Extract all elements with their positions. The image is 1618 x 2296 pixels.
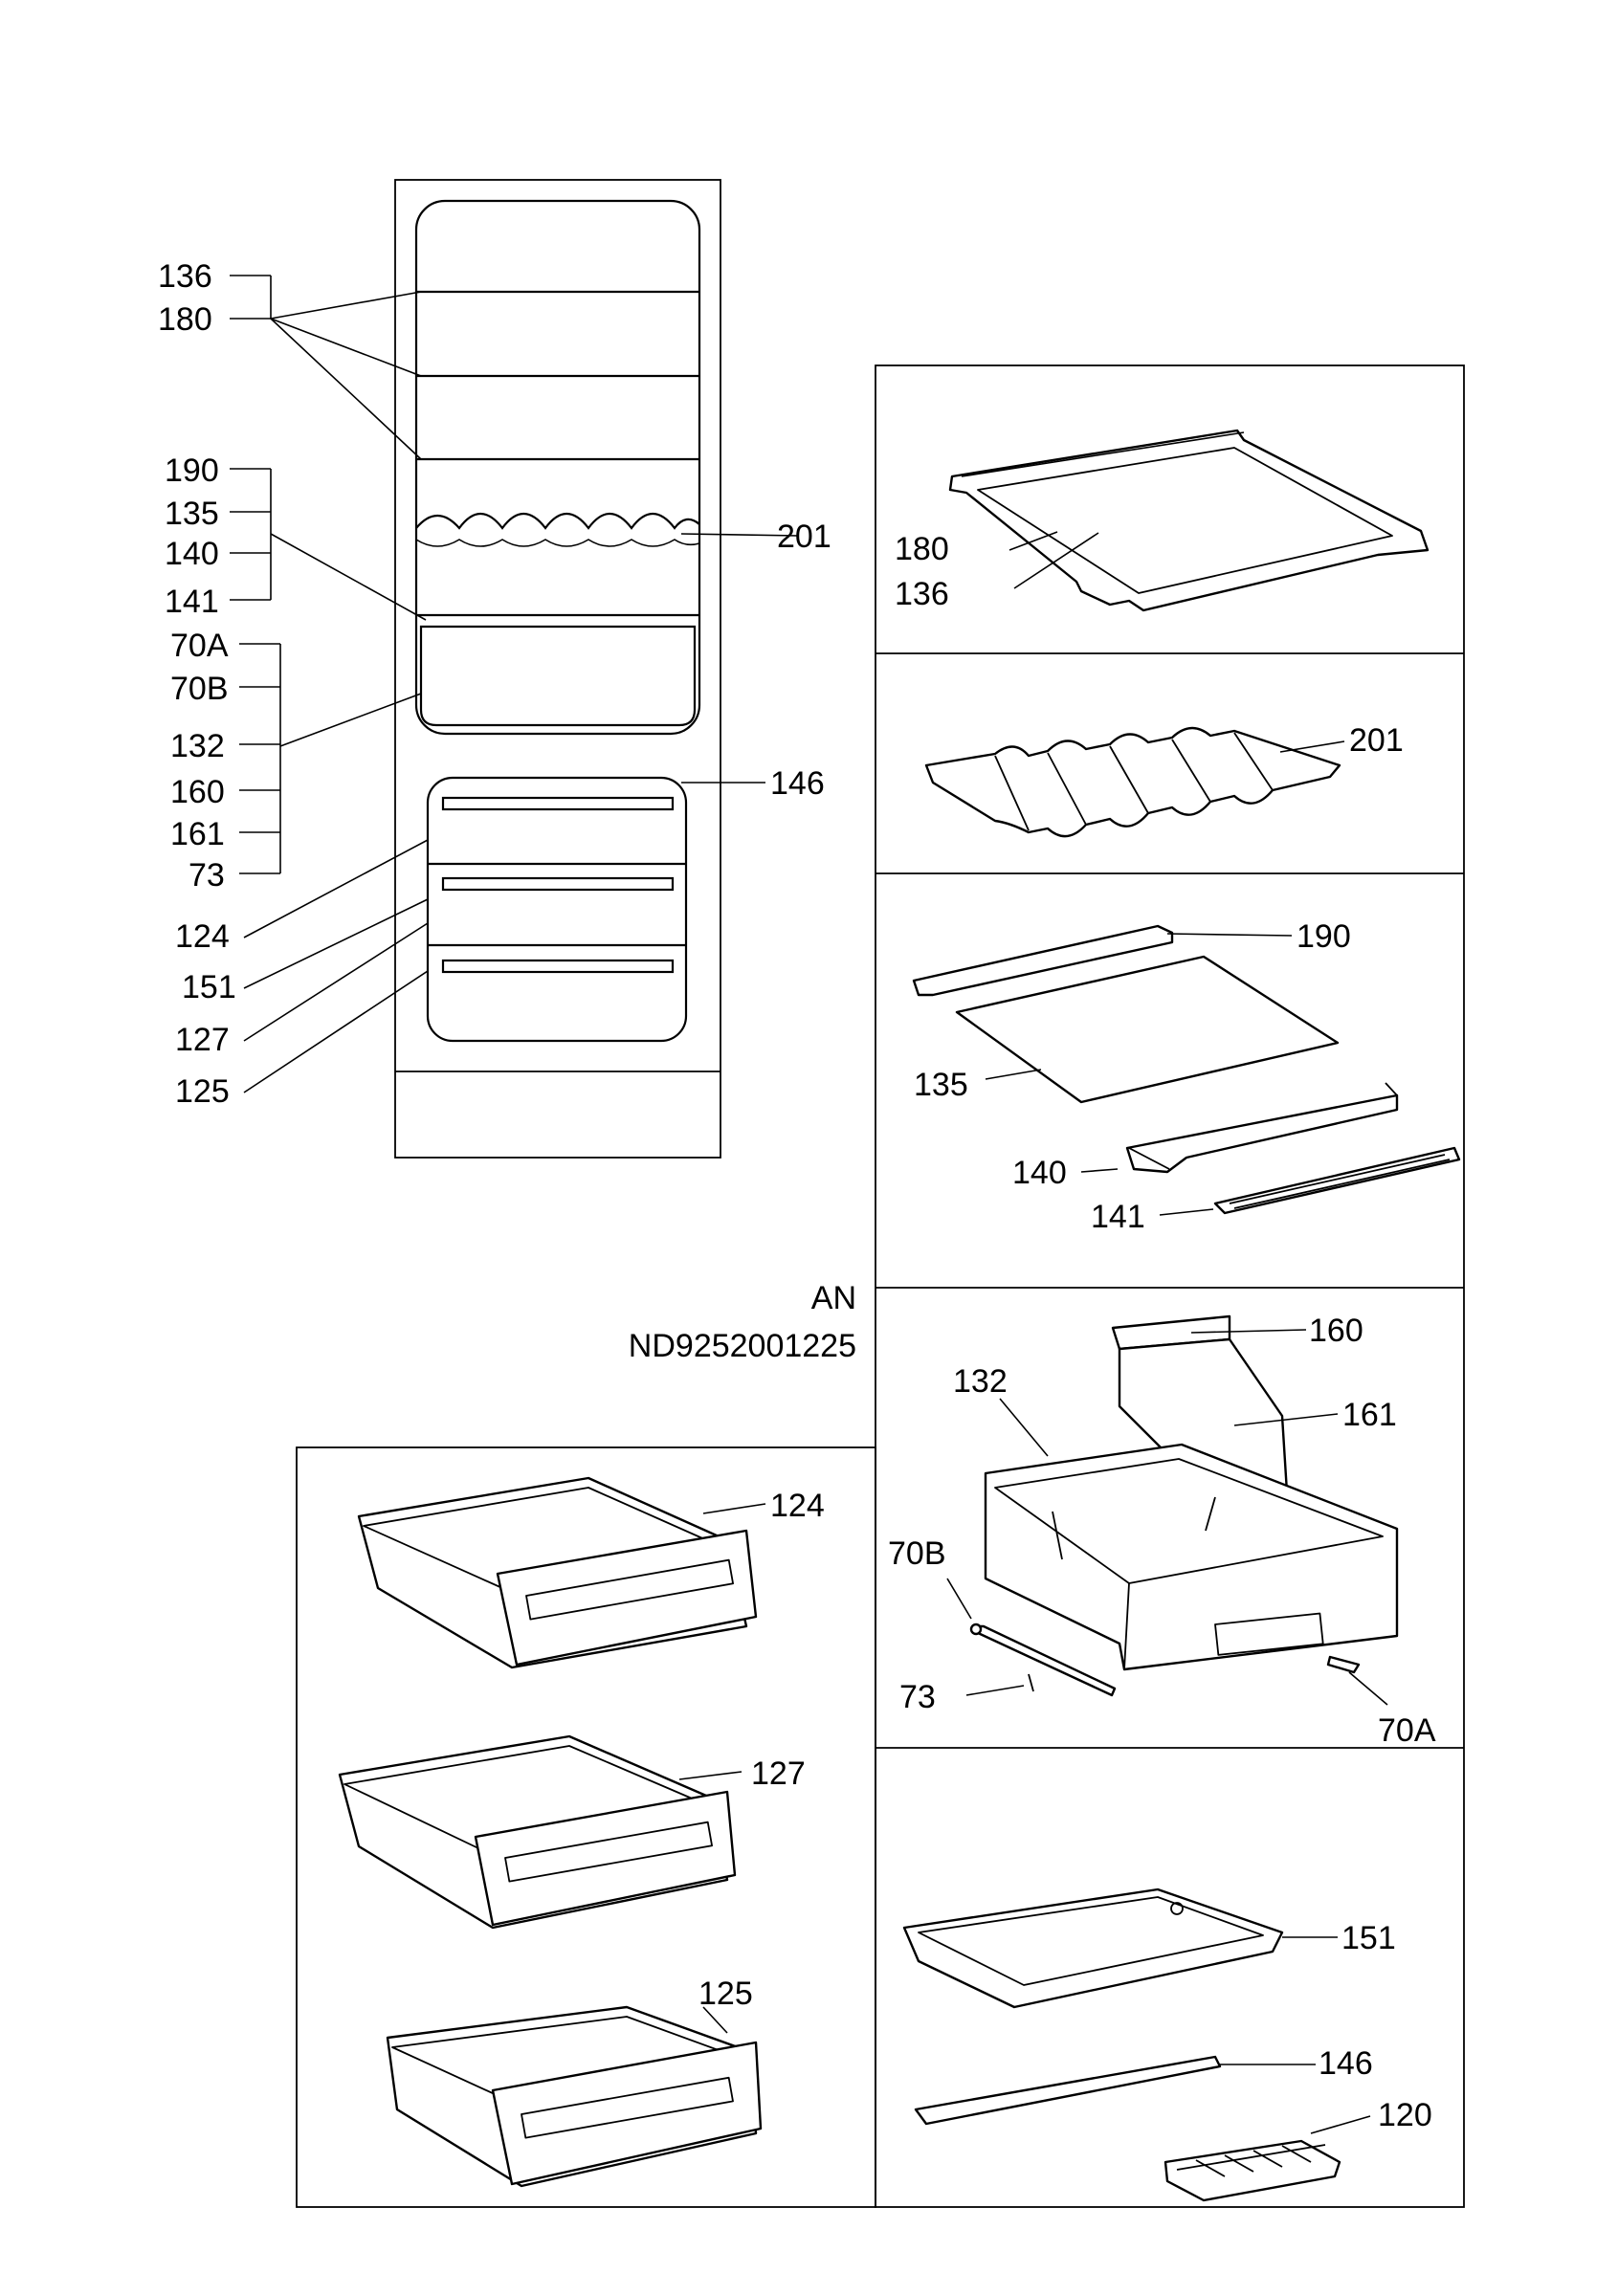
overview-crisper (419, 625, 697, 727)
panel-crisper-bin: 160 132 161 70B 73 70A (888, 1313, 1436, 1749)
label-201: 201 (777, 519, 831, 555)
drawer-127-handle (504, 1821, 713, 1883)
ice-tray-151: 151 (902, 1888, 1396, 2009)
drawer-124-handle (525, 1558, 734, 1621)
panel-wine-rack: 201 (924, 722, 1404, 838)
freezer-compartment (426, 776, 688, 1043)
bin-label-132: 132 (953, 1363, 1008, 1400)
label-124: 124 (175, 918, 230, 955)
panel-freezer-drawers: 124 127 125 (296, 1446, 876, 2208)
overview-leaders (230, 275, 800, 1093)
wine-rack-ridges (994, 732, 1274, 831)
fridge-overview: 136 180 190 135 140 141 70A 70B 132 160 … (158, 179, 831, 1159)
label-160: 160 (170, 774, 225, 810)
shelf-glass (977, 447, 1393, 594)
wine-rack-body (924, 726, 1341, 838)
overview-drawer-handle-3 (441, 959, 675, 974)
cover-label-190: 190 (1297, 918, 1351, 955)
strip-label-146: 146 (1319, 2045, 1373, 2082)
cover-label-140: 140 (1012, 1155, 1067, 1191)
bin-tub (984, 1443, 1399, 1671)
panel-glass-shelf: 180 136 (895, 429, 1430, 612)
bin-handle (1214, 1612, 1324, 1656)
shelf-label-136: 136 (895, 576, 949, 612)
overview-wine-rack-under (415, 539, 700, 547)
screw-73 (1028, 1673, 1034, 1692)
bin-rail-70a (1326, 1655, 1361, 1674)
bin-label-161: 161 (1342, 1397, 1397, 1433)
bin-label-160: 160 (1309, 1313, 1363, 1349)
cube-tray-label-120: 120 (1378, 2097, 1432, 2133)
label-151: 151 (182, 969, 236, 1005)
label-132: 132 (170, 728, 225, 764)
cover-label-135: 135 (914, 1067, 968, 1103)
bin-rim (994, 1458, 1384, 1584)
bin-label-70b: 70B (888, 1535, 946, 1572)
label-136: 136 (158, 258, 212, 295)
strip-146: 146 (914, 2045, 1373, 2126)
drawer-label-124: 124 (770, 1488, 825, 1524)
bin-edges (1052, 1496, 1216, 1670)
cover-rear-trim (912, 924, 1174, 997)
overview-drawer-handle-2 (441, 876, 675, 892)
drawer-label-127: 127 (751, 1755, 806, 1792)
label-125: 125 (175, 1073, 230, 1110)
tray-label-151: 151 (1341, 1920, 1396, 1956)
drawer-label-125: 125 (698, 1976, 753, 2012)
label-141: 141 (165, 584, 219, 620)
label-135: 135 (165, 496, 219, 532)
doc-ref-an: AN (811, 1280, 856, 1316)
shelf-label-180: 180 (895, 531, 949, 567)
overview-wine-rack (415, 513, 700, 530)
label-70a: 70A (170, 628, 229, 664)
right-panels-frame (875, 364, 1465, 2208)
drawer-124: 124 (357, 1476, 825, 1669)
label-190: 190 (165, 453, 219, 489)
panel-accessories: 151 146 120 (902, 1888, 1432, 2202)
overview-drawer-handle-1 (441, 796, 675, 811)
bin-label-70a: 70A (1378, 1712, 1436, 1749)
doc-ref-number: ND9252001225 (629, 1328, 856, 1364)
cover-label-141: 141 (1091, 1199, 1145, 1235)
drawer-127: 127 (338, 1734, 806, 1930)
label-73: 73 (188, 857, 225, 894)
label-70b: 70B (170, 671, 229, 707)
drawer-125-handle (521, 2076, 734, 2139)
fresh-compartment (414, 199, 701, 736)
label-146: 146 (770, 765, 825, 802)
bin-rail-70b (974, 1624, 1117, 1697)
label-140: 140 (165, 536, 219, 572)
drawer-127-front (474, 1790, 737, 1927)
drawer-124-front (496, 1529, 758, 1667)
panel-crisper-cover: 190 135 140 141 (912, 918, 1461, 1235)
cover-vent-strip (1213, 1146, 1461, 1215)
cube-tray-cells (1176, 2144, 1326, 2177)
cover-glass-plate (955, 955, 1340, 1104)
cover-front-trim (1125, 1093, 1399, 1174)
wine-rack-label-201: 201 (1349, 722, 1404, 759)
label-180: 180 (158, 301, 212, 338)
ice-cube-tray-120: 120 (1164, 2097, 1432, 2202)
tray-151-body (902, 1888, 1284, 2009)
drawer-125-front (491, 2041, 763, 2186)
rail-wheel (969, 1623, 983, 1636)
strip-146-body (914, 2055, 1222, 2126)
cabinet-outline (394, 179, 721, 1159)
bin-label-73: 73 (899, 1679, 936, 1715)
drawer-125: 125 (386, 1976, 763, 2188)
cover-front-trim-detail (1128, 1082, 1398, 1170)
label-127: 127 (175, 1022, 230, 1058)
tray-151-inner (918, 1896, 1264, 1986)
label-161: 161 (170, 816, 225, 852)
cover-vent-slots (1229, 1154, 1451, 1209)
